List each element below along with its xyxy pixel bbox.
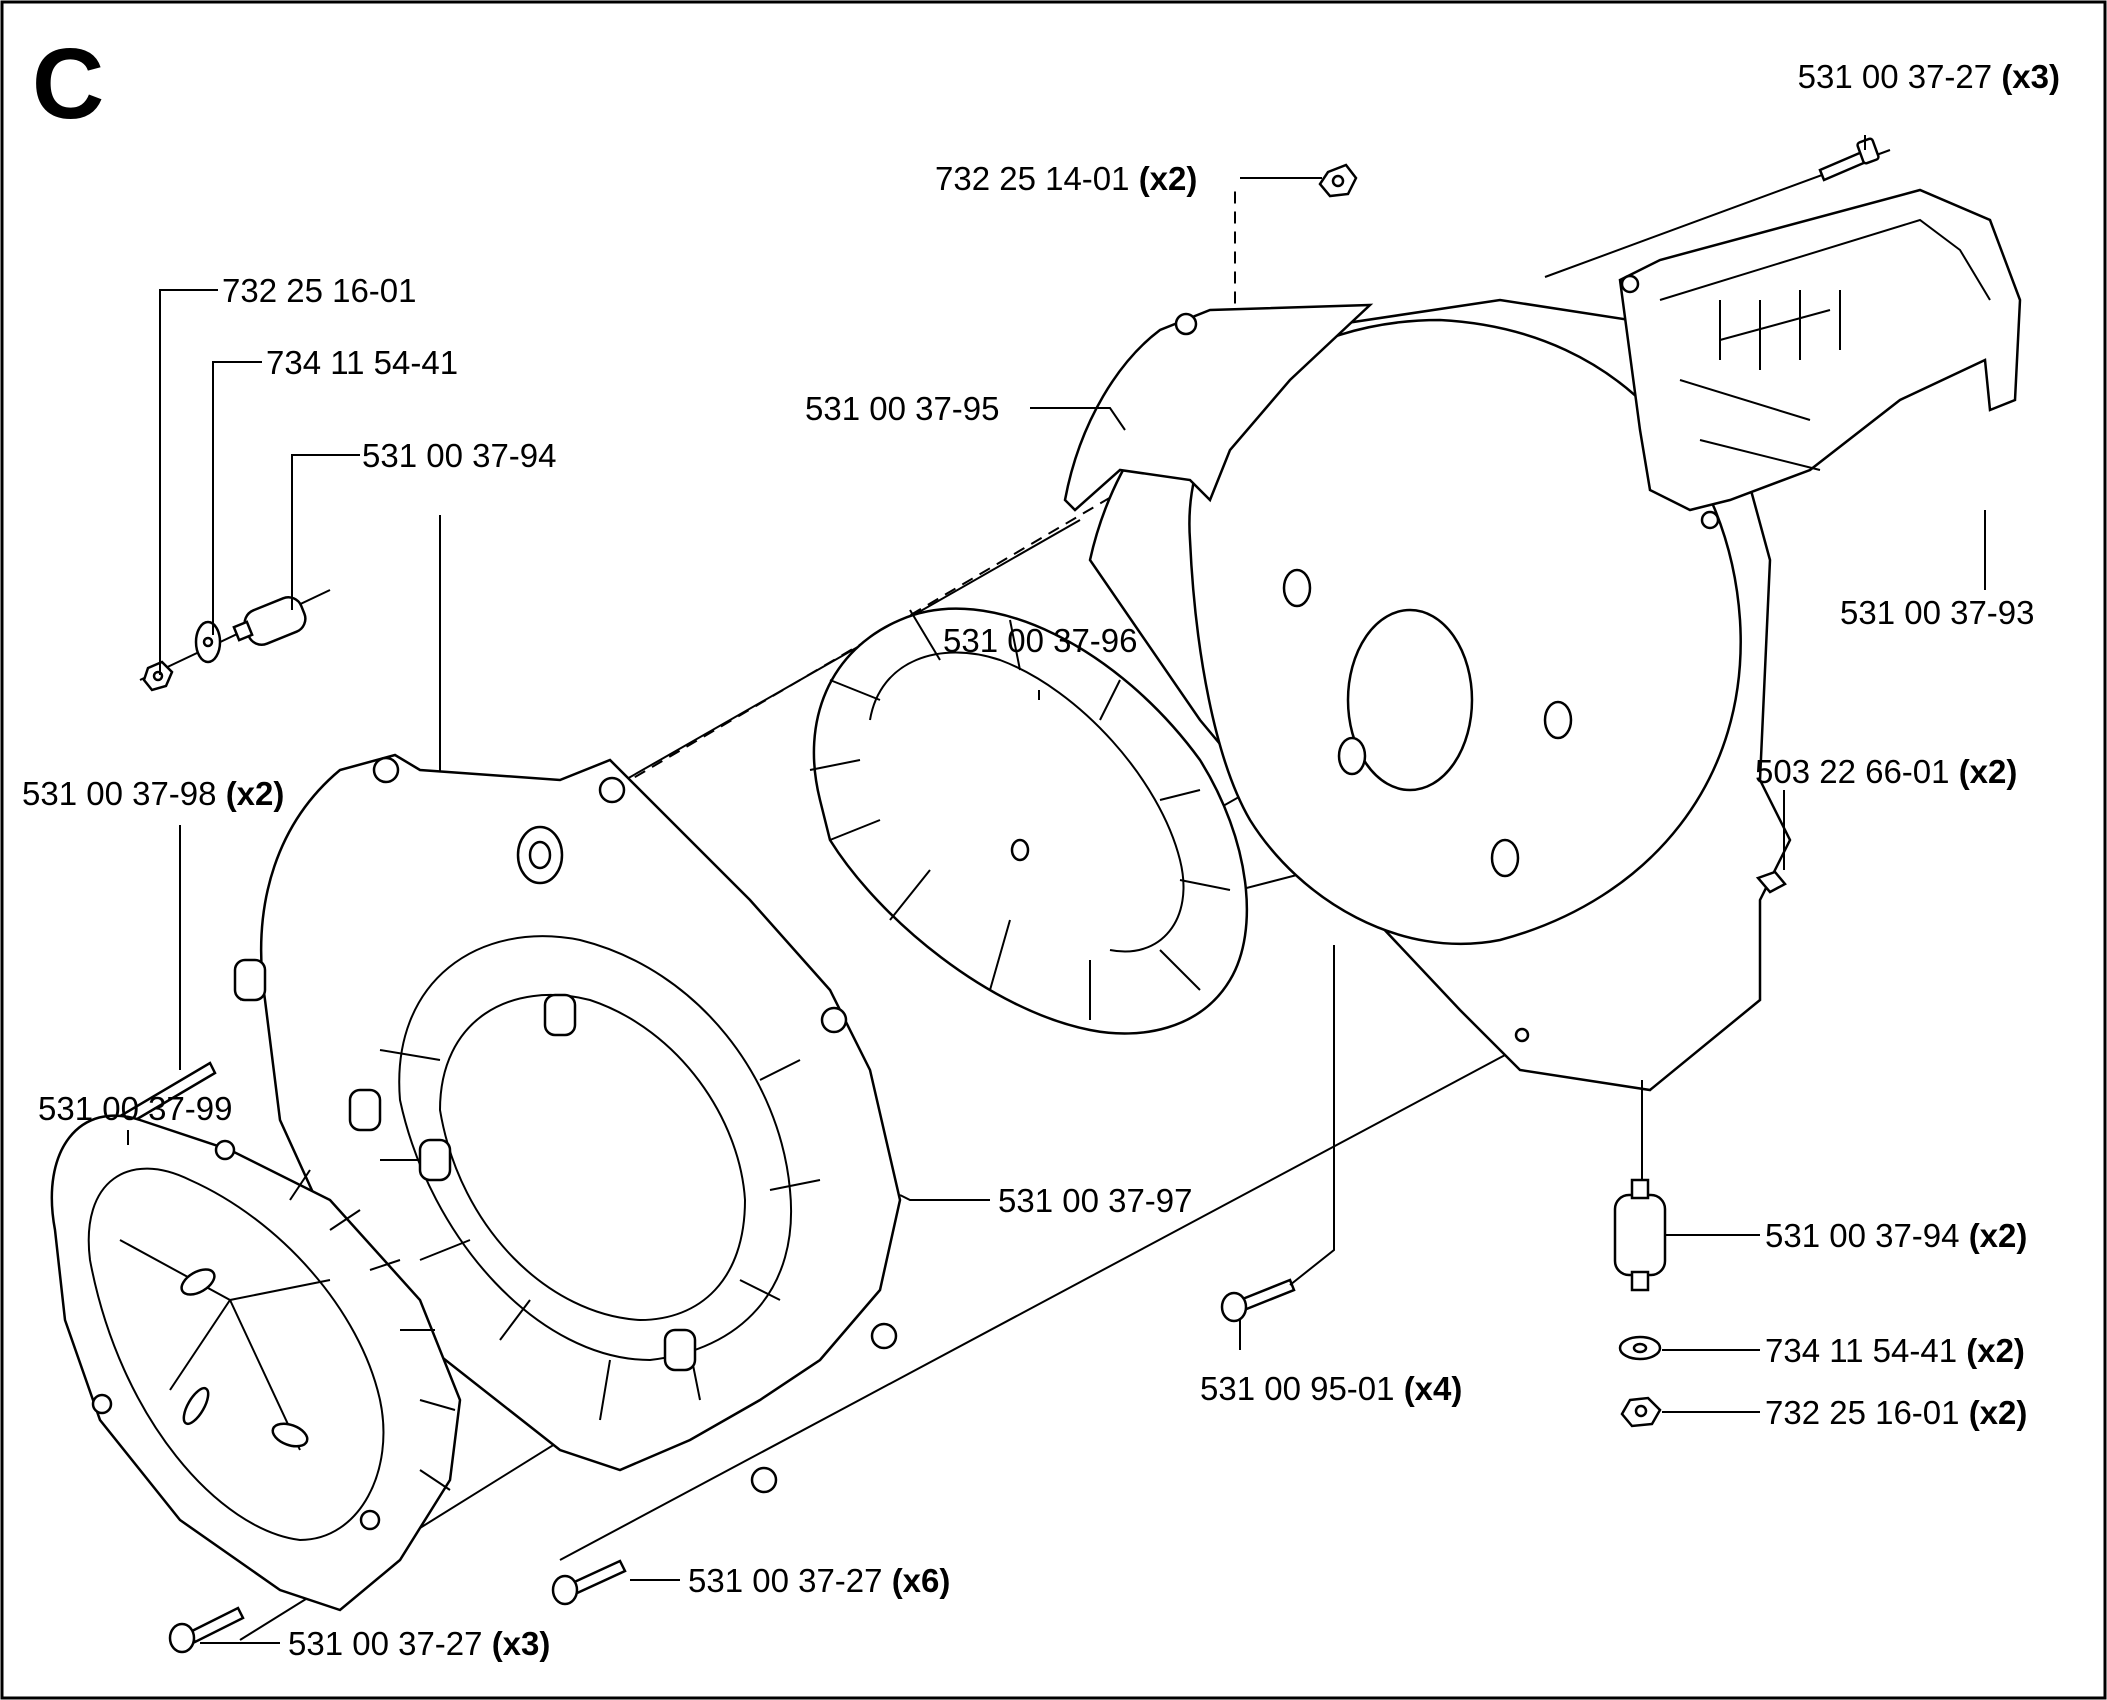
callout-label: 531 00 37-94 <box>362 437 557 474</box>
callout-label: 531 00 37-98 (x2) <box>22 775 284 812</box>
callout-label: 531 00 37-27 (x3) <box>288 1625 550 1662</box>
callout-label: 732 25 16-01 (x2) <box>1765 1394 2027 1431</box>
intake-grille-part <box>50 1114 462 1612</box>
blower-scroll-part <box>1063 303 1374 512</box>
fan-impeller-part <box>809 607 1249 1035</box>
callout-label: 531 00 37-93 <box>1840 594 2035 631</box>
top-cover-part <box>1618 188 2022 530</box>
rear-casing-part <box>1088 298 1792 1092</box>
callout-label: 531 00 37-95 <box>805 390 1000 427</box>
top-nut-part <box>1318 163 1358 198</box>
callout-label: 531 00 37-96 <box>943 622 1138 659</box>
callout-label: 531 00 37-97 <box>998 1182 1193 1219</box>
leader-lines <box>127 135 1986 1644</box>
callout-label: 531 00 37-94 (x2) <box>1765 1217 2027 1254</box>
front-cover-part <box>233 753 902 1494</box>
lower-screws <box>168 1278 1296 1654</box>
square-nut-part <box>1755 870 1787 894</box>
callout-label: 734 11 54-41 (x2) <box>1765 1332 2025 1369</box>
callout-label: 732 25 16-01 <box>222 272 417 309</box>
callout-label: 734 11 54-41 <box>266 344 458 381</box>
callout-label: 531 00 37-27 (x3) <box>1798 58 2060 95</box>
callout-label: 503 22 66-01 (x2) <box>1755 753 2017 790</box>
section-letter: C <box>32 28 104 140</box>
callout-label: 531 00 95-01 (x4) <box>1200 1370 1462 1407</box>
top-screw-part <box>1818 137 1880 182</box>
left-mount-parts <box>142 596 307 692</box>
callout-label: 531 00 37-27 (x6) <box>688 1562 950 1599</box>
right-mount-parts <box>1613 1178 1667 1428</box>
callout-label: 531 00 37-99 <box>38 1090 233 1127</box>
callout-label: 732 25 14-01 (x2) <box>935 160 1197 197</box>
callout-labels: 531 00 37-27 (x3) 732 25 14-01 (x2) 732 … <box>22 58 2060 1662</box>
